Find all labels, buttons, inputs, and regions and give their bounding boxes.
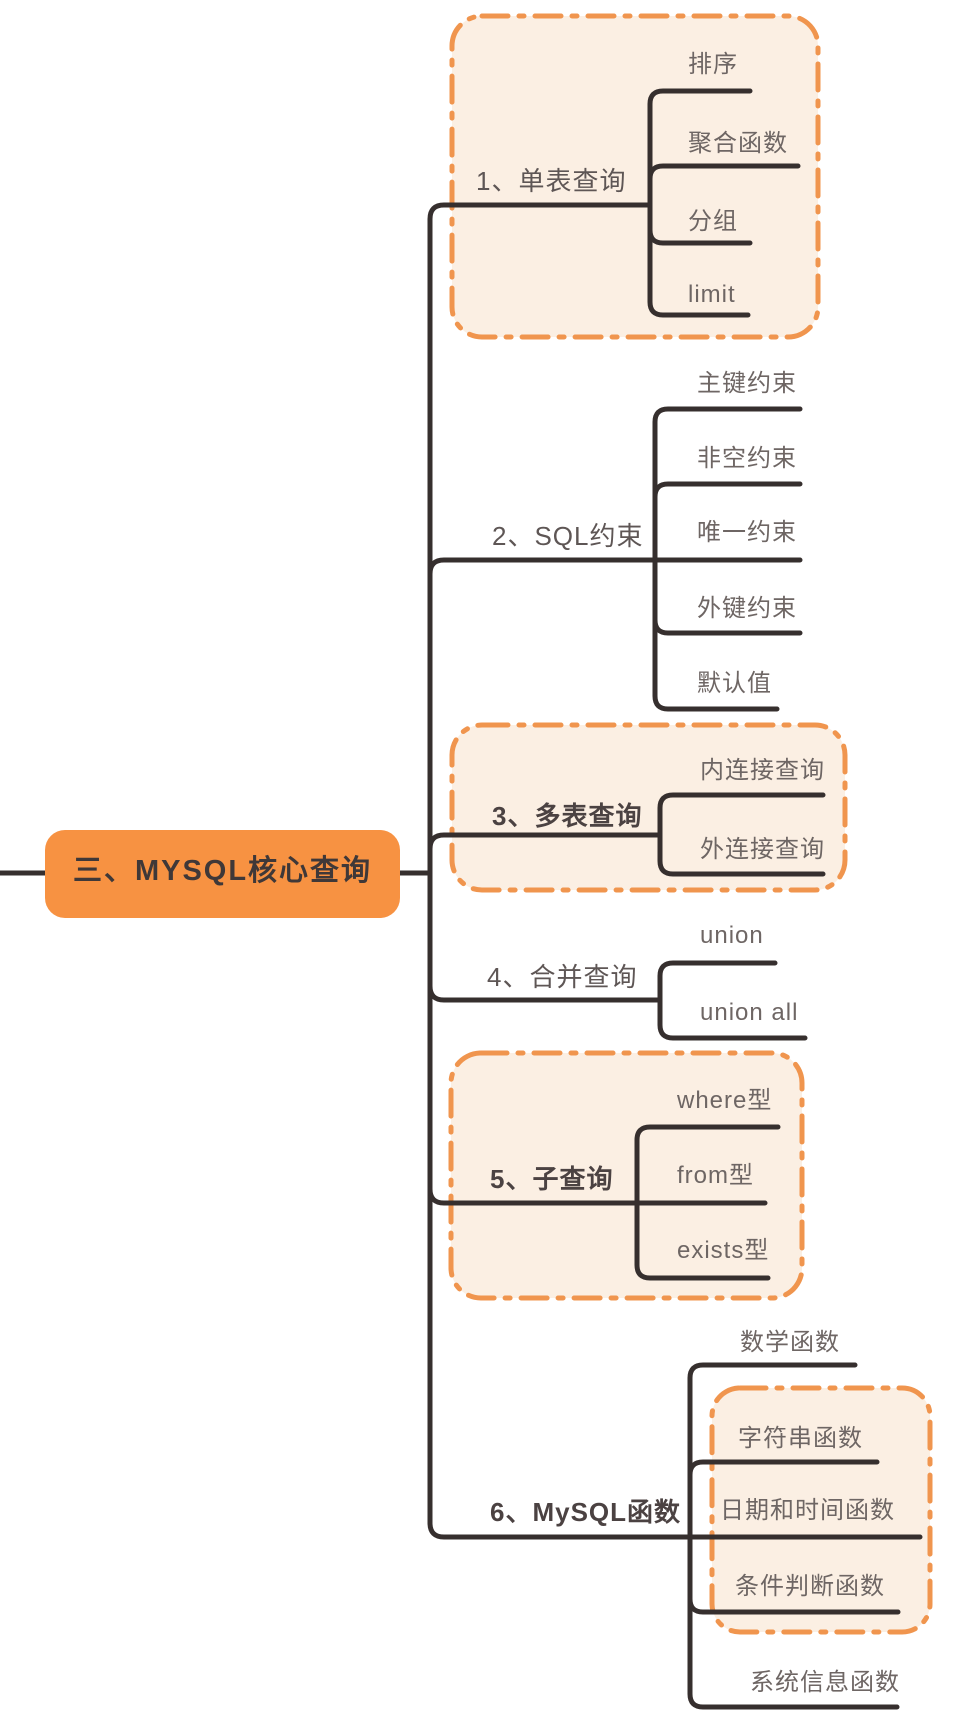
child-node-union[interactable]: union: [700, 922, 764, 949]
branch-node-6[interactable]: 6、MySQL函数: [490, 1497, 682, 1527]
child-node-primary-key[interactable]: 主键约束: [697, 370, 797, 397]
child-node-where-type[interactable]: where型: [677, 1087, 773, 1114]
branch-node-5[interactable]: 5、子查询: [490, 1164, 614, 1194]
edge-branch-5: [427, 1186, 768, 1206]
child-node-sort[interactable]: 排序: [688, 51, 738, 78]
edge-branch-2-child-2: [652, 481, 803, 500]
edge-branch-6-child-4: [687, 1596, 901, 1615]
edge-branch-3-fan: [657, 792, 826, 877]
edge-branch-1-fan: [647, 88, 753, 318]
child-node-string-functions[interactable]: 字符串函数: [738, 1425, 863, 1452]
edge-branch-4: [427, 983, 663, 1003]
edge-branch-2: [427, 557, 803, 577]
child-node-outer-join[interactable]: 外连接查询: [700, 836, 825, 863]
child-node-aggregate-functions[interactable]: 聚合函数: [688, 130, 788, 157]
edge-branch-2-fan: [652, 406, 803, 712]
child-node-not-null[interactable]: 非空约束: [697, 445, 797, 472]
child-node-unique[interactable]: 唯一约束: [697, 519, 797, 546]
child-node-union-all[interactable]: union all: [700, 999, 799, 1026]
branch-node-2[interactable]: 2、SQL约束: [492, 521, 644, 551]
child-node-datetime-functions[interactable]: 日期和时间函数: [720, 1497, 895, 1524]
highlight-box-branch-1: [449, 13, 821, 340]
child-node-foreign-key[interactable]: 外键约束: [697, 595, 797, 622]
edge-branch-2-child-4: [652, 617, 803, 636]
child-node-from-type[interactable]: from型: [677, 1162, 754, 1189]
root-node-shape[interactable]: [45, 830, 400, 918]
edge-branch-3: [427, 832, 663, 852]
edge-branch-5-fan: [634, 1124, 781, 1281]
branch-node-1[interactable]: 1、单表查询: [476, 166, 627, 196]
highlight-box-branch-5: [448, 1050, 805, 1301]
edge-branch-1-child-2: [647, 163, 801, 182]
highlight-box-branch-6-children: [709, 1385, 933, 1635]
child-node-default-value[interactable]: 默认值: [697, 670, 772, 697]
edge-branch-6-fan: [687, 1362, 900, 1710]
child-node-inner-join[interactable]: 内连接查询: [700, 757, 825, 784]
child-node-system-info-functions[interactable]: 系统信息函数: [750, 1669, 900, 1696]
edge-branch-6-child-2: [687, 1459, 880, 1478]
branch-node-4[interactable]: 4、合并查询: [487, 962, 638, 992]
child-node-group-by[interactable]: 分组: [688, 208, 738, 235]
child-node-math-functions[interactable]: 数学函数: [740, 1329, 840, 1356]
edge-branch-4-fan: [657, 960, 808, 1041]
edge-branch-1-child-3: [647, 227, 753, 246]
child-node-exists-type[interactable]: exists型: [677, 1237, 770, 1264]
highlight-box-branch-3: [449, 722, 848, 893]
child-node-limit[interactable]: limit: [688, 281, 736, 308]
branch-node-3[interactable]: 3、多表查询: [492, 801, 643, 831]
root-node[interactable]: 三、MYSQL核心查询: [72, 855, 373, 887]
child-node-conditional-functions[interactable]: 条件判断函数: [735, 1573, 885, 1600]
